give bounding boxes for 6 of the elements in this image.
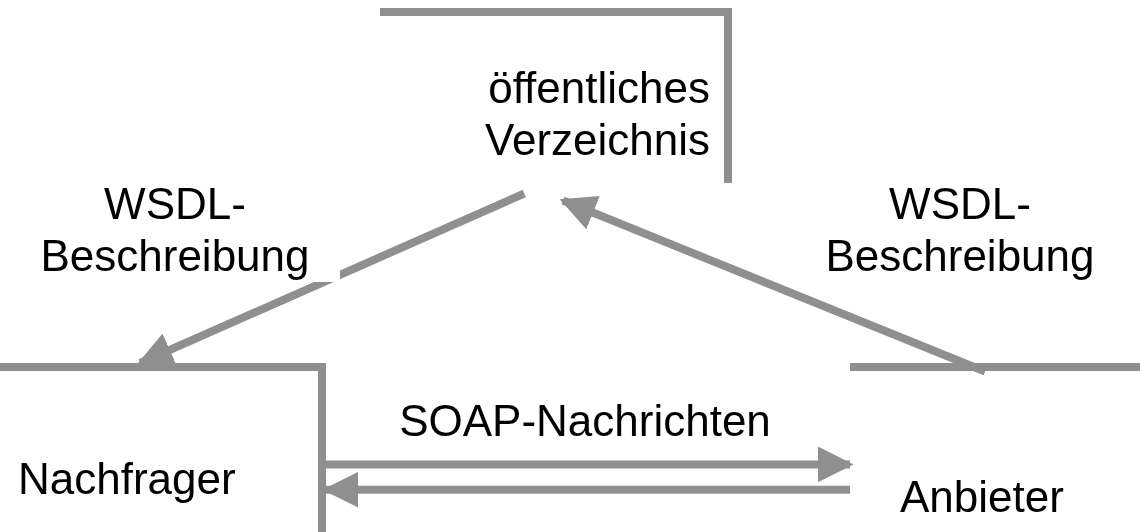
node-label: Anbieter xyxy=(900,471,1065,523)
arrow xyxy=(559,196,987,376)
node-label: Nachfrager xyxy=(18,453,237,505)
bracket-frame xyxy=(380,8,732,183)
bracket-frame xyxy=(0,363,326,532)
node-label: öffentliches Verzeichnis xyxy=(484,62,710,166)
